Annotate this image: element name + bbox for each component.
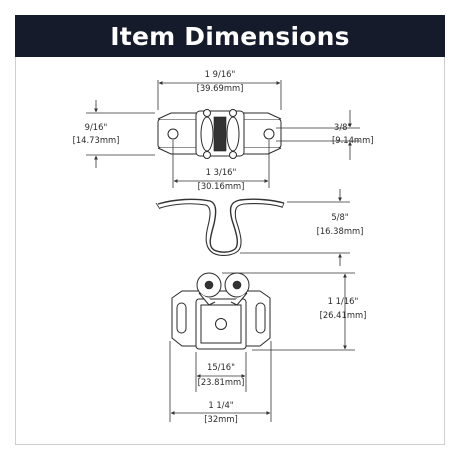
- svg-text:5/8": 5/8": [331, 212, 348, 222]
- dimension-top-hole: 3/8" [9.14mm]: [276, 110, 374, 160]
- diagram-frame: [15, 15, 445, 445]
- svg-text:1 3/16": 1 3/16": [206, 167, 237, 177]
- page-title: Item Dimensions: [15, 15, 445, 57]
- svg-text:1 1/4": 1 1/4": [208, 400, 233, 410]
- svg-text:[26.41mm]: [26.41mm]: [320, 310, 367, 320]
- svg-text:[14.73mm]: [14.73mm]: [73, 135, 120, 145]
- svg-text:[16.38mm]: [16.38mm]: [317, 226, 364, 236]
- svg-text:[30.16mm]: [30.16mm]: [198, 181, 245, 191]
- dimension-front-height: 1 1/16" [26.41mm]: [222, 272, 367, 351]
- dimension-front-width: 1 1/4" [32mm]: [169, 341, 272, 424]
- dimension-top-width: 1 9/16" [39.69mm]: [157, 69, 282, 110]
- top-view-catch: [157, 109, 282, 159]
- dimension-spring-height: 5/8" [16.38mm]: [240, 189, 363, 266]
- spring-clip: [155, 198, 285, 256]
- svg-text:[39.69mm]: [39.69mm]: [197, 83, 244, 93]
- front-slot-right: [255, 302, 266, 334]
- mount-hole-right: [263, 128, 275, 140]
- front-slot-left: [176, 302, 187, 334]
- dimension-top-hole-spacing: 1 3/16" [30.16mm]: [172, 140, 270, 191]
- svg-text:1 1/16": 1 1/16": [328, 296, 359, 306]
- dimension-top-depth: 9/16" [14.73mm]: [73, 100, 155, 168]
- svg-text:15/16": 15/16": [207, 362, 235, 372]
- front-view-catch: [171, 272, 271, 350]
- svg-text:[9.14mm]: [9.14mm]: [332, 135, 374, 145]
- svg-text:1 9/16": 1 9/16": [205, 69, 236, 79]
- svg-text:9/16": 9/16": [85, 122, 108, 132]
- dimension-front-inner: 15/16" [23.81mm]: [195, 352, 247, 392]
- svg-text:[23.81mm]: [23.81mm]: [198, 377, 245, 387]
- mount-hole-left: [167, 128, 179, 140]
- svg-text:[32mm]: [32mm]: [204, 414, 238, 424]
- svg-text:3/8": 3/8": [334, 122, 351, 132]
